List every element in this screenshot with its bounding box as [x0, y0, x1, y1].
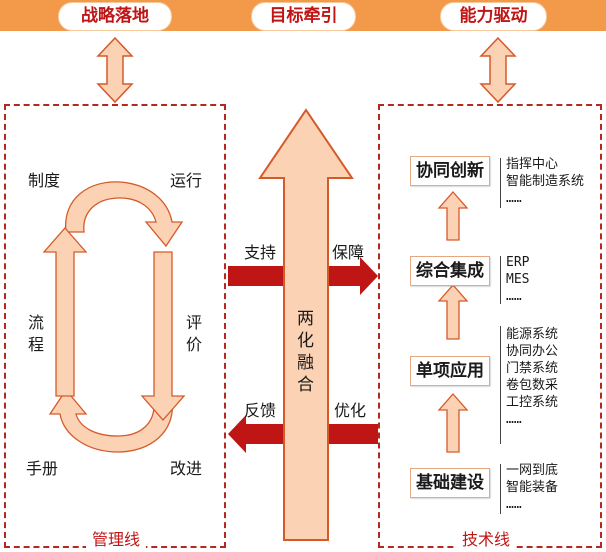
bracket-single: [500, 326, 501, 444]
cycle-right-arrow: [140, 251, 186, 421]
support-label: 支持: [244, 243, 277, 262]
list-item: 门禁系统: [506, 361, 559, 376]
bracket-integration: [500, 256, 501, 304]
cycle-left-arrow: [42, 227, 88, 397]
list-item: 卷包数采: [506, 378, 559, 393]
stage-infrastructure: 基础建设: [410, 468, 490, 498]
list-item: 能源系统: [506, 327, 559, 342]
list-infra: 一网到底 智能装备 ……: [506, 462, 558, 513]
up-arrow-3: [437, 393, 469, 453]
cycle-label-operation: 运行: [170, 171, 203, 190]
list-item: ……: [506, 497, 522, 512]
up-arrow-2: [437, 284, 469, 340]
list-item: ……: [506, 289, 522, 304]
cycle-label-process-text: 流程: [28, 313, 45, 354]
cycle-label-evaluation: 评价: [186, 312, 204, 356]
guarantee-label: 保障: [332, 243, 365, 262]
cycle-bottom-arc: [48, 388, 173, 453]
up-arrow-1: [437, 191, 469, 241]
top-banner: 战略落地 目标牵引 能力驱动: [0, 0, 606, 31]
feedback-label: 反馈: [244, 401, 277, 420]
cycle-label-evaluation-text: 评价: [186, 313, 203, 354]
cycle-label-process: 流程: [28, 312, 46, 356]
list-item: 协同办公: [506, 344, 559, 359]
list-integration: ERP MES ……: [506, 254, 529, 305]
cycle-label-improve: 改进: [170, 459, 203, 478]
stage-single-application: 单项应用: [410, 356, 490, 386]
cycle-label-manual: 手册: [26, 459, 59, 478]
stage-comprehensive-integration: 综合集成: [410, 256, 490, 286]
left-double-arrow: [96, 36, 134, 104]
list-item: 一网到底: [506, 463, 559, 478]
stage-collaborative-innovation: 协同创新: [410, 156, 490, 186]
right-double-arrow: [479, 36, 517, 104]
list-item: ……: [506, 191, 522, 206]
list-item: MES: [506, 272, 530, 287]
list-item: 智能制造系统: [506, 174, 585, 189]
capability-driven-title: 能力驱动: [440, 2, 547, 31]
integration-label-text: 两化融合: [297, 309, 314, 395]
list-item: ……: [506, 412, 522, 427]
list-innovation: 指挥中心 智能制造系统 ……: [506, 156, 584, 207]
integration-label: 两化融合: [297, 308, 315, 396]
optimize-label: 优化: [334, 401, 367, 420]
list-item: 指挥中心: [506, 157, 559, 172]
list-item: ERP: [506, 255, 530, 270]
cycle-top-arc: [65, 181, 184, 248]
list-single: 能源系统 协同办公 门禁系统 卷包数采 工控系统 ……: [506, 326, 558, 428]
integration-big-arrow: [258, 108, 354, 541]
list-item: 智能装备: [506, 480, 559, 495]
cycle-label-system: 制度: [28, 171, 61, 190]
list-item: 工控系统: [506, 395, 559, 410]
management-line-label: 管理线: [86, 526, 147, 550]
bracket-infra: [500, 464, 501, 514]
bracket-innovation: [500, 158, 501, 208]
technology-line-label: 技术线: [456, 526, 517, 550]
strategy-landing-title: 战略落地: [58, 2, 172, 31]
goal-traction-title: 目标牵引: [251, 2, 356, 31]
